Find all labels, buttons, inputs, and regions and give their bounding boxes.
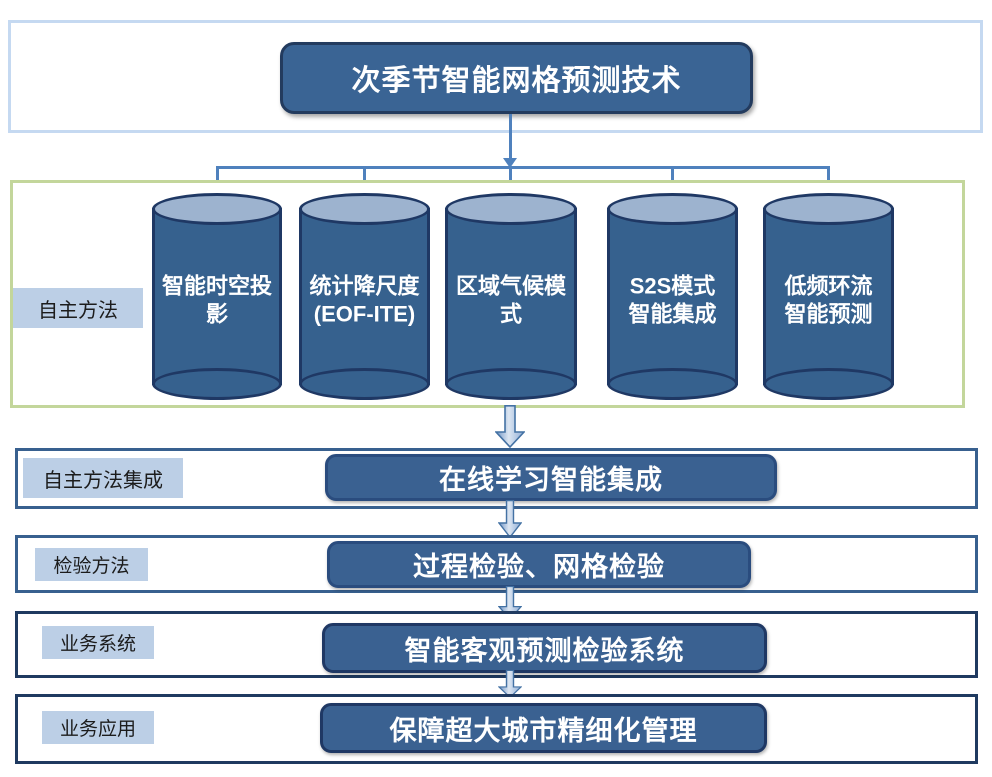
cylinder-top	[445, 193, 577, 225]
title-text: 次季节智能网格预测技术	[351, 65, 682, 97]
main-box-text: 过程检验、网格检验	[413, 552, 665, 582]
cylinder-body	[445, 208, 577, 385]
cylinder-body	[299, 208, 430, 385]
row-business-system-box: 智能客观预测检验系统	[322, 623, 767, 673]
side-label-text: 自主方法集成	[43, 469, 163, 492]
cylinder-top	[152, 193, 282, 225]
side-label-text: 检验方法	[53, 556, 130, 577]
cylinder-label: S2S模式 智能集成	[628, 273, 717, 327]
down-arrow-icon	[498, 500, 522, 538]
row-verification-methods-box: 过程检验、网格检验	[327, 541, 751, 588]
title-box: 次季节智能网格预测技术	[280, 42, 753, 114]
side-label-text: 业务系统	[59, 634, 136, 655]
cylinder-top	[299, 193, 430, 225]
cylinder-bottom	[607, 368, 738, 400]
row-verification-methods-side-label: 检验方法	[35, 548, 148, 581]
methods-side-label-text: 自主方法	[38, 299, 118, 322]
connector-horizontal-line	[216, 166, 830, 169]
cylinder-label: 统计降尺度 (EOF-ITE)	[309, 273, 420, 327]
side-label-text: 业务应用	[59, 719, 136, 740]
cylinder-statistical-downscaling: 统计降尺度 (EOF-ITE)	[299, 193, 430, 400]
cylinder-label: 智能时空投 影	[161, 273, 272, 327]
cylinder-label: 低频环流 智能预测	[784, 273, 873, 327]
cylinder-body	[763, 208, 894, 385]
row-method-integration-box: 在线学习智能集成	[325, 454, 777, 501]
cylinder-intelligent-spatiotemporal-projection: 智能时空投 影	[152, 193, 282, 400]
big-down-arrow-icon	[495, 405, 525, 448]
cylinder-top	[763, 193, 894, 225]
connector-vertical-line	[509, 114, 512, 160]
row-business-application-side-label: 业务应用	[42, 711, 154, 744]
main-box-text: 在线学习智能集成	[439, 465, 663, 495]
cylinder-s2s-intelligent-ensemble: S2S模式 智能集成	[607, 193, 738, 400]
row-business-application-box: 保障超大城市精细化管理	[320, 703, 767, 753]
cylinder-top	[607, 193, 738, 225]
down-arrow-icon	[503, 158, 517, 168]
down-arrow-icon	[498, 670, 522, 698]
cylinder-bottom	[763, 368, 894, 400]
cylinder-label: 区域气候模 式	[455, 273, 566, 327]
row-business-system-side-label: 业务系统	[42, 626, 154, 659]
cylinder-bottom	[445, 368, 577, 400]
methods-side-label: 自主方法	[13, 288, 143, 328]
cylinder-bottom	[299, 368, 430, 400]
cylinder-regional-climate-model: 区域气候模 式	[445, 193, 577, 400]
cylinder-low-frequency-circulation: 低频环流 智能预测	[763, 193, 894, 400]
cylinder-body	[152, 208, 282, 385]
cylinder-bottom	[152, 368, 282, 400]
row-method-integration-side-label: 自主方法集成	[23, 458, 183, 498]
main-box-text: 保障超大城市精细化管理	[389, 715, 698, 746]
main-box-text: 智能客观预测检验系统	[404, 635, 685, 666]
cylinder-body	[607, 208, 738, 385]
